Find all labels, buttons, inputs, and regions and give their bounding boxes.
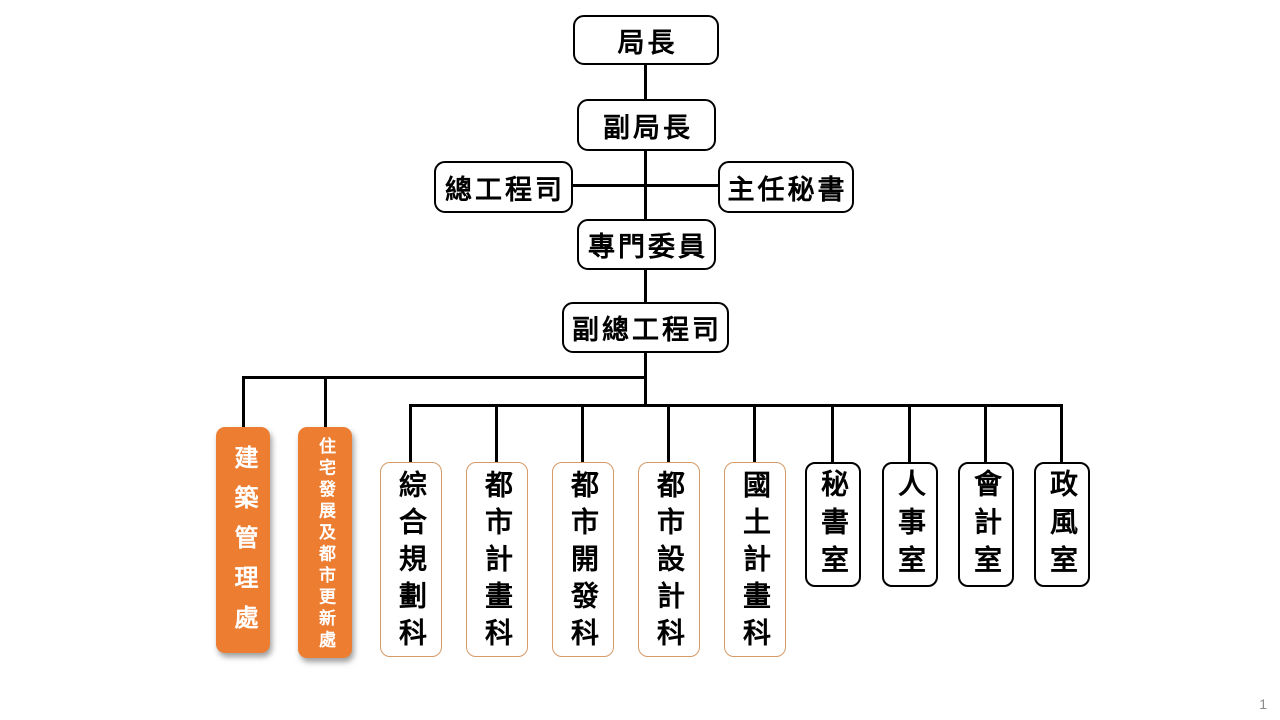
connector-branch-offices [242, 376, 647, 379]
org-node-chief-secretary: 主任秘書 [718, 161, 854, 213]
connector-drop-personnel [908, 405, 911, 462]
connector-drop-accounting [984, 405, 987, 462]
org-node-civil-service-ethics-office: 政風室 [1034, 462, 1090, 587]
connector-deputy-chief-engineer-stem [644, 352, 647, 407]
connector-drop-secretariat [831, 405, 834, 462]
org-node-deputy-chief-engineer: 副總工程司 [562, 302, 729, 353]
connector-drop-urban-development [581, 405, 584, 462]
connector-drop-comprehensive-planning [409, 405, 412, 462]
org-node-personnel-office: 人事室 [882, 462, 938, 587]
connector-drop-building-management [242, 376, 245, 427]
connector-drop-urban-planning [495, 405, 498, 462]
connector-branch-divisions [409, 404, 1063, 407]
org-node-specialist-commissioner: 專門委員 [577, 219, 716, 270]
connector-specialist-to-deputy-chief-engineer [644, 269, 647, 302]
connector-drop-civil-service-ethics [1060, 405, 1063, 462]
org-node-director: 局長 [573, 15, 719, 65]
org-node-urban-development-division: 都市開發科 [552, 462, 614, 657]
page-number: 1 [1259, 696, 1267, 712]
org-node-accounting-office: 會計室 [958, 462, 1014, 587]
org-node-housing-development-urban-renewal-office: 住宅發展及都市更新處 [298, 427, 352, 658]
connector-chief-engineer-to-chief-secretary [572, 184, 719, 187]
connector-director-to-deputy [644, 64, 647, 100]
org-node-national-land-planning-division: 國土計畫科 [724, 462, 786, 657]
org-node-urban-planning-division: 都市計畫科 [466, 462, 528, 657]
connector-drop-national-land-planning [753, 405, 756, 462]
org-node-comprehensive-planning-division: 綜合規劃科 [380, 462, 442, 657]
org-node-urban-design-division: 都市設計科 [638, 462, 700, 657]
org-node-chief-engineer: 總工程司 [434, 161, 573, 213]
org-node-secretariat-office: 秘書室 [805, 462, 861, 587]
connector-drop-urban-design [667, 405, 670, 462]
org-node-building-management-office: 建築管理處 [216, 427, 270, 653]
connector-drop-housing-development [324, 376, 327, 427]
org-node-deputy-director: 副局長 [577, 99, 716, 151]
